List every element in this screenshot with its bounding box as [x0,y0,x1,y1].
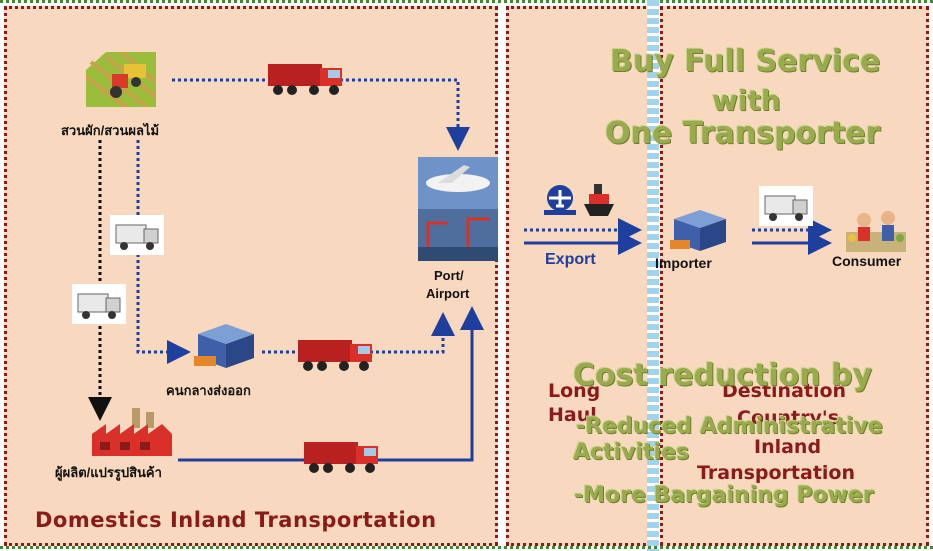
destination-line2: Country's [737,407,840,429]
port-label-line1: Port/ [434,268,464,283]
port-airport-icon [418,157,498,261]
consumer-label: Consumer [832,253,902,269]
farm-label: สวนผัก/สวนผลไม้ [61,123,160,138]
domestic-heading: Domestics Inland Transportation [35,508,437,532]
distribution-box-icon [670,210,726,251]
middleman-label: คนกลางส่งออก [166,383,251,398]
distribution-box-icon [194,324,254,368]
airplane-badge-icon [544,185,576,215]
consumer-shop-icon [846,211,906,252]
factory-icon [92,408,172,456]
long-haul-panel [506,6,651,546]
importer-label: Importer [655,255,712,271]
port-label-line2: Airport [426,286,470,301]
overlay-buy-line2: with [712,84,781,117]
van-icon [72,284,126,324]
van-icon [759,186,813,226]
truck-icon [304,442,378,473]
arrow-producer-to-port [178,306,484,462]
destination-line4: Transportation [697,462,856,484]
separator-band [647,0,659,551]
producer-label: ผู้ผลิต/แปรรูปสินค้า [55,465,162,480]
bottom-border [0,546,933,551]
overlay-cost-item1b: Activities [573,440,690,465]
overlay-buy-line1: Buy Full Service [610,44,881,79]
overlay-cost-item2: -More Bargaining Power [574,483,874,508]
overlay-cost-item1a: -Reduced Administrative [576,414,883,439]
destination-line1: Destination [722,380,847,402]
export-label: Export [545,251,596,268]
truck-icon [298,340,372,371]
long-haul-line1: Long [548,380,601,402]
top-border [0,0,933,5]
farm-icon [86,52,156,107]
overlay-cost-title: Cost reduction by [573,358,873,393]
destination-panel [660,6,929,546]
van-icon [110,215,164,255]
long-haul-line2: Haul [548,404,597,426]
truck-icon [268,64,342,95]
arrow-farm-to-middleman [136,140,191,364]
ship-badge-icon [584,184,614,216]
overlay-buy-line3: One Transporter [605,116,881,151]
destination-line3: Inland [754,436,822,458]
